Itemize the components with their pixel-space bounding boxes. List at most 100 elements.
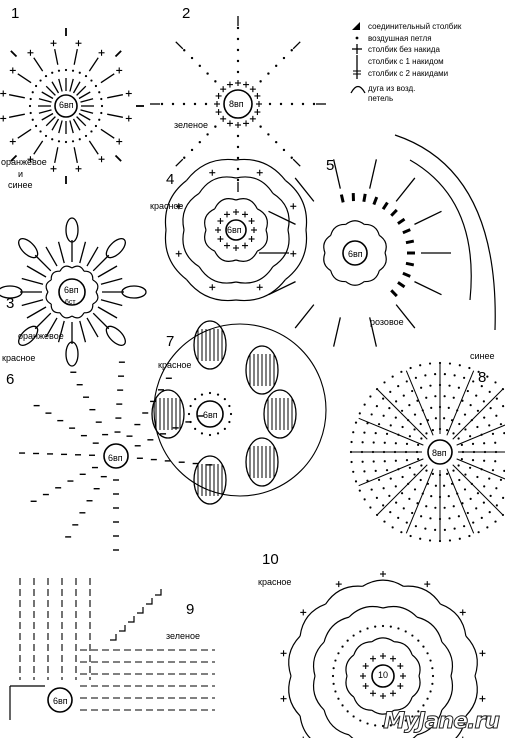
chain-round-8 — [477, 370, 480, 373]
chain-round-1 — [71, 140, 75, 143]
chain-round-8 — [408, 497, 411, 500]
arc-round-4c — [164, 180, 187, 231]
arc-round-3 — [83, 303, 94, 314]
chain-spoke-2 — [182, 102, 186, 106]
chain-spoke-2 — [290, 102, 294, 106]
chain-round-1 — [39, 130, 42, 133]
chain-round-1 — [34, 84, 38, 88]
center-ring-5 — [342, 240, 368, 266]
center-ring-9 — [47, 687, 73, 713]
chain-round-10 — [429, 659, 432, 662]
stitch-round-1a — [58, 78, 63, 92]
arc-round-3 — [92, 279, 99, 293]
chain-round-8 — [366, 422, 369, 425]
chain-round-8 — [476, 492, 480, 495]
center-ring-8 — [427, 439, 453, 465]
stitch-round-1b — [17, 128, 32, 139]
center-ring-6 — [103, 443, 129, 469]
chain-round-8 — [363, 470, 366, 473]
chain-round-10 — [404, 630, 407, 633]
chain-spoke-2 — [236, 156, 240, 160]
chain-round-1 — [51, 71, 54, 74]
arc-round-4a — [214, 198, 237, 210]
stitch-round-3 — [57, 241, 65, 264]
chain-round-8 — [375, 496, 378, 499]
chain-round-10 — [352, 634, 355, 637]
stitch-round-3 — [100, 277, 123, 285]
petal-3 — [18, 325, 39, 346]
chain-round-8 — [480, 385, 483, 388]
arc-round-4a — [204, 208, 216, 231]
arc-round-10a — [411, 654, 421, 677]
stair-9 — [146, 598, 153, 605]
chain-round-8 — [420, 437, 423, 440]
chain-round-8 — [424, 374, 427, 377]
chain-round-8 — [443, 395, 446, 398]
chain-round-8 — [400, 409, 404, 412]
arc-round-10c — [465, 635, 478, 677]
chain-round-8 — [397, 516, 400, 519]
edge-5 — [397, 217, 406, 225]
chain-round-8 — [366, 479, 369, 482]
chain-round-8 — [431, 472, 434, 475]
chain-round-8 — [425, 505, 428, 508]
chain-round-1 — [84, 134, 88, 138]
chain-round-10 — [366, 627, 369, 630]
chain-round-8 — [411, 511, 414, 515]
chain-round-8 — [434, 484, 438, 487]
chain-round-8 — [429, 517, 432, 520]
arc-round-10b — [312, 641, 325, 677]
arc-round-10b — [348, 734, 354, 738]
arc-round-3 — [50, 303, 61, 314]
chain-round-8 — [361, 441, 364, 444]
chain-round-8 — [405, 380, 408, 383]
arc-round-10a — [371, 637, 395, 643]
chain-round-8 — [352, 470, 355, 473]
edge-5 — [402, 228, 411, 235]
chain-spoke-2 — [259, 80, 262, 83]
chain-round-8 — [401, 425, 404, 429]
stitch-round-3 — [97, 265, 118, 278]
chain-spoke-2 — [198, 140, 202, 144]
stitch-round-3 — [21, 277, 44, 285]
ring-label-4: 6вп — [227, 225, 242, 235]
center-ring-4 — [225, 219, 247, 241]
arc-round-10b — [412, 734, 418, 738]
chain-round-8 — [401, 475, 404, 479]
chain-round-8 — [457, 386, 460, 389]
stitch-round-1b — [17, 73, 32, 84]
spoke-8 — [446, 468, 475, 534]
chain-round-8 — [374, 469, 377, 472]
petal-3 — [105, 325, 126, 346]
arc-round-5a — [364, 223, 380, 236]
chain-round-8 — [443, 528, 446, 531]
chain-round-8 — [434, 506, 437, 509]
chain-round-8 — [489, 407, 492, 410]
petal-7 — [245, 437, 279, 487]
chain-round-1 — [78, 71, 81, 74]
chain-round-8 — [395, 501, 398, 504]
chain-round-10 — [334, 690, 337, 693]
chain-round-8 — [402, 507, 405, 510]
chain-round-8 — [494, 520, 497, 523]
chain-round-7 — [223, 427, 226, 430]
chain-round-8 — [443, 373, 446, 376]
stitch-round-3 — [45, 317, 58, 338]
chain-spoke-2 — [274, 140, 278, 144]
chain-spoke-2 — [290, 156, 293, 159]
chain-round-8 — [419, 422, 422, 426]
stitch-round-1a — [69, 120, 74, 134]
spoke-8 — [456, 424, 505, 446]
chain-round-8 — [495, 397, 498, 400]
slip-stitch-icon — [350, 20, 364, 32]
spoke-8 — [377, 464, 428, 515]
chain-round-8 — [375, 405, 378, 408]
chain-spoke-2 — [274, 64, 278, 68]
arc-round-10a — [345, 654, 355, 677]
petal-7 — [151, 389, 185, 439]
chain-round-1 — [34, 124, 38, 128]
arc-round-10c — [465, 675, 478, 717]
chain-round-8 — [494, 381, 497, 384]
stitch-round-1a — [41, 112, 54, 121]
